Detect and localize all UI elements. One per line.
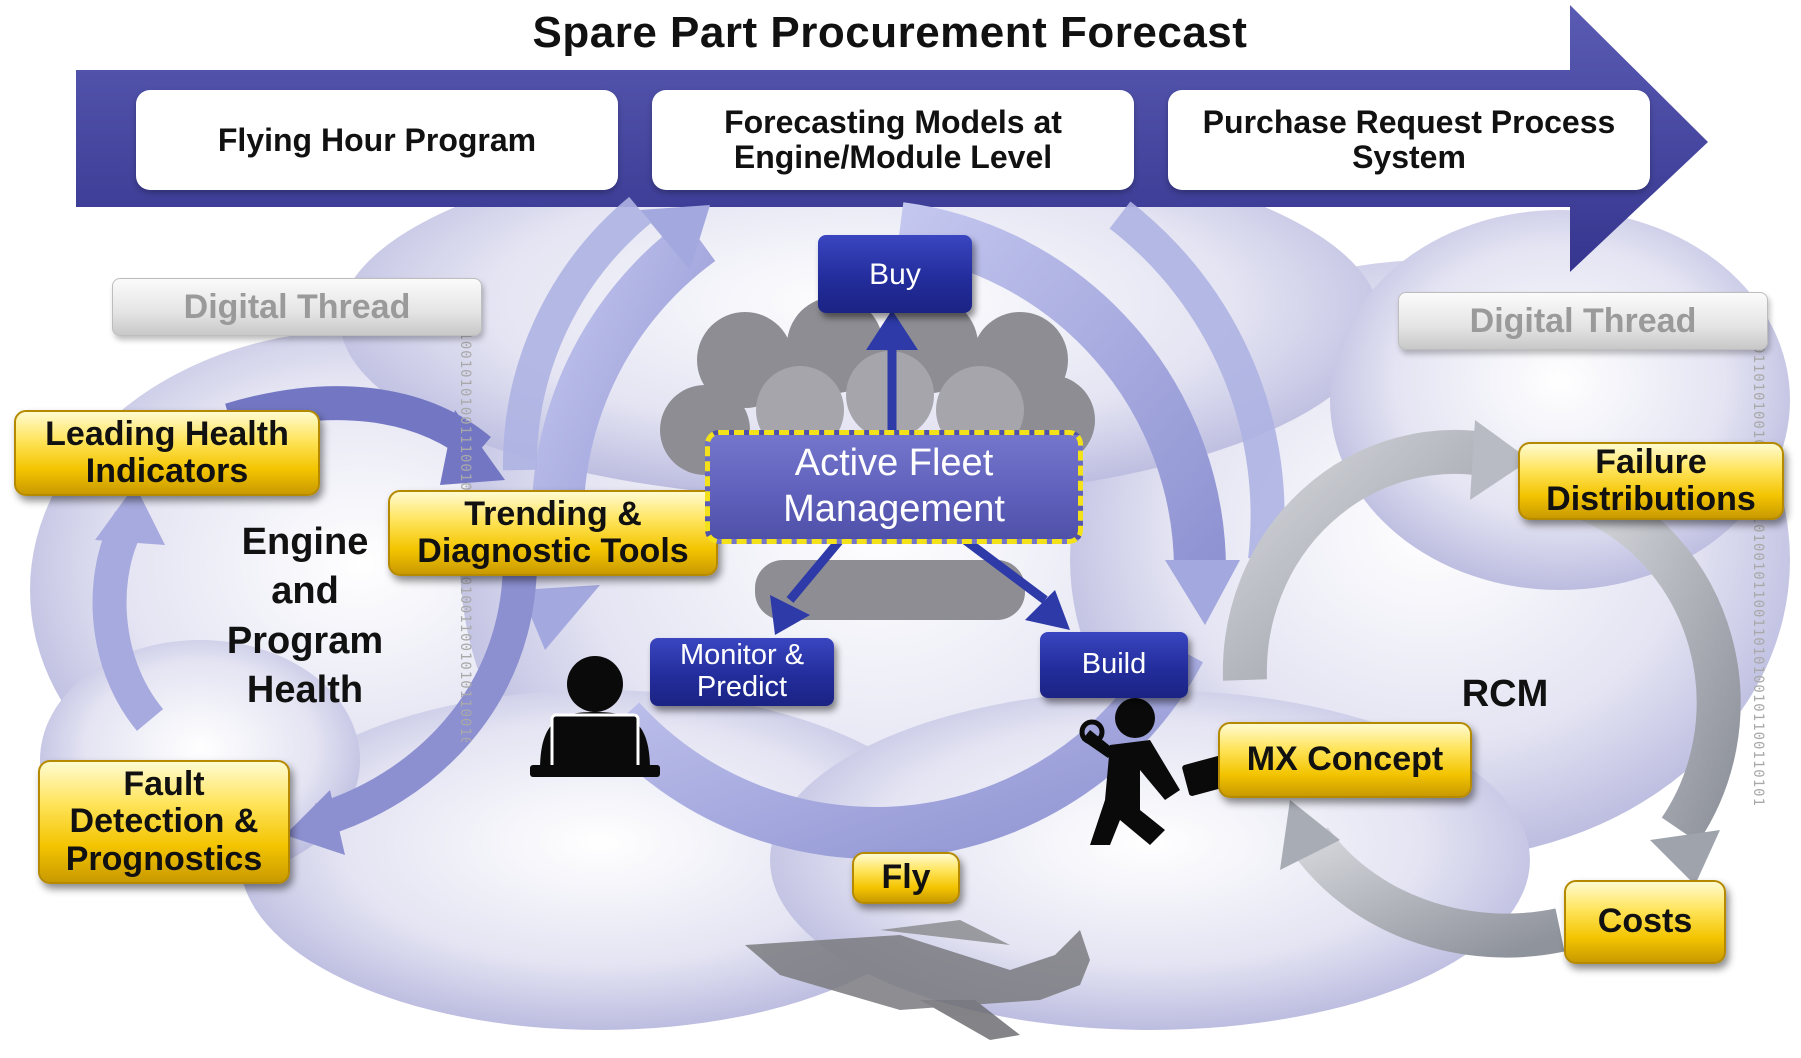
mx-concept-box: MX Concept — [1218, 722, 1472, 798]
costs-box: Costs — [1564, 880, 1726, 964]
ring-arrowhead-right — [1165, 560, 1240, 625]
right-cycle-arrows — [1222, 420, 1741, 958]
purchase-request-box: Purchase Request Process System — [1168, 90, 1650, 190]
person-laptop-icon — [530, 656, 660, 777]
trending-diagnostic-tools-box: Trending & Diagnostic Tools — [388, 490, 718, 576]
flying-hour-program-box: Flying Hour Program — [136, 90, 618, 190]
build-box: Build — [1040, 632, 1188, 698]
monitor-predict-box: Monitor & Predict — [650, 638, 834, 706]
buy-box: Buy — [818, 235, 972, 313]
fault-detection-prognostics-box: Fault Detection & Prognostics — [38, 760, 290, 884]
leading-health-indicators-box: Leading Health Indicators — [14, 410, 320, 496]
fighter-jet-icon — [745, 920, 1090, 1040]
ring-arrowhead-left — [520, 585, 600, 650]
active-fleet-management-box: Active Fleet Management — [705, 430, 1083, 544]
fly-box: Fly — [852, 852, 960, 904]
rcm-label: RCM — [1461, 673, 1549, 715]
forecasting-models-box: Forecasting Models at Engine/Module Leve… — [652, 90, 1134, 190]
engine-program-health-label: Engine and Program Health — [226, 521, 384, 712]
digital-thread-label-right: Digital Thread — [1398, 292, 1768, 350]
mechanic-icon — [1079, 698, 1230, 845]
failure-distributions-box: Failure Distributions — [1518, 442, 1784, 520]
ring-arrowhead-top — [640, 205, 710, 270]
digital-thread-label-left: Digital Thread — [112, 278, 482, 336]
banner-title: Spare Part Procurement Forecast — [532, 8, 1248, 57]
afm-arrows — [770, 310, 1070, 635]
